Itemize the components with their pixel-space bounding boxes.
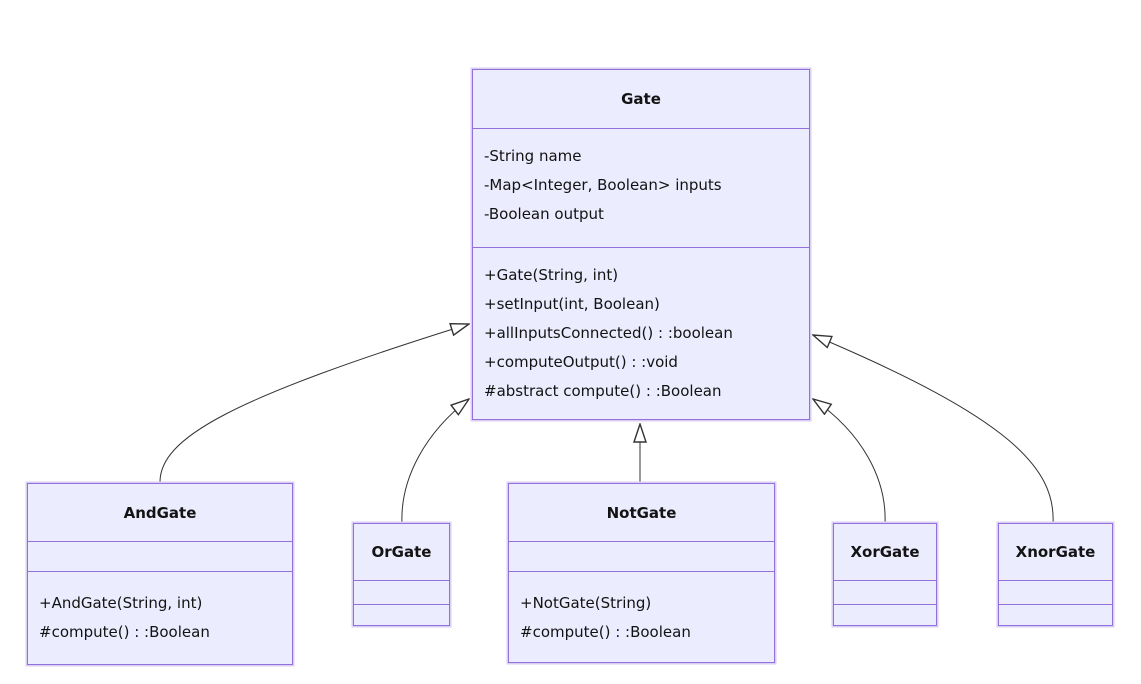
class-xnorgate-attributes — [999, 581, 1112, 604]
class-andgate-methods: +AndGate(String, int) #compute() : :Bool… — [28, 571, 292, 664]
class-xnorgate: XnorGate — [998, 523, 1113, 626]
class-notgate-attributes — [509, 542, 774, 571]
class-xnorgate-title: XnorGate — [999, 524, 1112, 581]
class-xorgate-attributes — [834, 581, 936, 604]
class-orgate: OrGate — [353, 523, 450, 626]
class-andgate-attributes — [28, 542, 292, 571]
method: +computeOutput() : :void — [484, 353, 678, 371]
class-gate: Gate -String name -Map<Integer, Boolean>… — [472, 69, 810, 420]
class-orgate-methods — [354, 604, 449, 625]
class-xnorgate-methods — [999, 604, 1112, 625]
class-orgate-attributes — [354, 581, 449, 604]
class-andgate: AndGate +AndGate(String, int) #compute()… — [27, 483, 293, 665]
class-gate-title: Gate — [473, 70, 809, 129]
class-gate-attributes: -String name -Map<Integer, Boolean> inpu… — [473, 129, 809, 247]
class-notgate-methods: +NotGate(String) #compute() : :Boolean — [509, 571, 774, 662]
class-xorgate: XorGate — [833, 523, 937, 626]
attribute: -String name — [484, 147, 582, 165]
attribute: -Map<Integer, Boolean> inputs — [484, 176, 722, 194]
method: +NotGate(String) — [520, 594, 652, 612]
method: #compute() : :Boolean — [520, 623, 691, 641]
method: #abstract compute() : :Boolean — [484, 382, 722, 400]
class-andgate-title: AndGate — [28, 484, 292, 542]
class-gate-methods: +Gate(String, int) +setInput(int, Boolea… — [473, 247, 809, 420]
method: +Gate(String, int) — [484, 266, 619, 284]
edge-orgate-extends-gate — [401, 399, 469, 525]
class-xorgate-title: XorGate — [834, 524, 936, 581]
class-orgate-title: OrGate — [354, 524, 449, 581]
class-notgate-title: NotGate — [509, 484, 774, 542]
method: +AndGate(String, int) — [39, 594, 203, 612]
method: +allInputsConnected() : :boolean — [484, 324, 733, 342]
edge-xnorgate-extends-gate — [813, 335, 1054, 525]
class-notgate: NotGate +NotGate(String) #compute() : :B… — [508, 483, 775, 663]
edge-andgate-extends-gate — [159, 324, 469, 485]
method: #compute() : :Boolean — [39, 623, 210, 641]
attribute: -Boolean output — [484, 205, 604, 223]
edge-xorgate-extends-gate — [813, 399, 886, 525]
method: +setInput(int, Boolean) — [484, 295, 660, 313]
class-xorgate-methods — [834, 604, 936, 625]
